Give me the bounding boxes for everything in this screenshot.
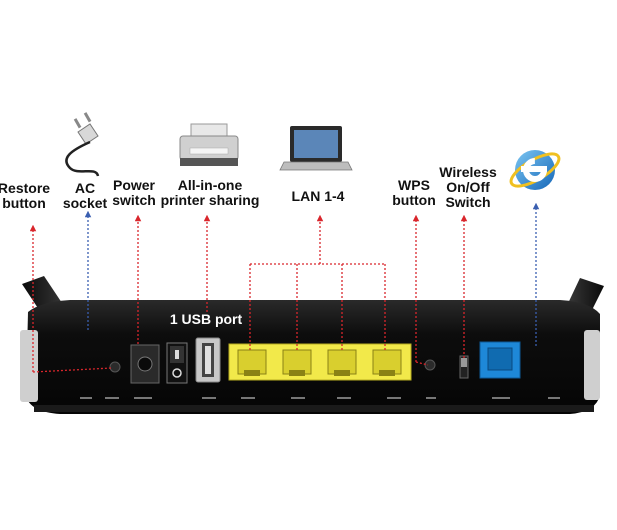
- printer-icon: [179, 123, 239, 166]
- reset-button: [109, 361, 121, 373]
- lan-port-1: [237, 349, 267, 376]
- usb-port-label: 1 USB port: [170, 311, 243, 327]
- internet-explorer-icon: [509, 150, 561, 190]
- wps-button: [424, 359, 436, 371]
- wan-port: [479, 341, 521, 379]
- restore-arrow-link: [32, 367, 113, 373]
- lan-port-2: [282, 349, 312, 376]
- lan-port-3: [327, 349, 357, 376]
- power-switch: [166, 342, 188, 384]
- laptop-icon: [279, 126, 353, 171]
- ac-socket: [130, 344, 160, 384]
- lan-port-4: [372, 349, 402, 376]
- usb-port: [195, 337, 221, 383]
- wireless-switch: [459, 355, 469, 379]
- lan-ports-label: LAN 1-4: [291, 188, 345, 204]
- red-arrows: [29, 214, 468, 373]
- blue-arrows: [84, 202, 540, 346]
- lan-ports: [228, 343, 412, 381]
- power-plug-icon: [65, 112, 100, 177]
- panel-marks: [80, 397, 560, 399]
